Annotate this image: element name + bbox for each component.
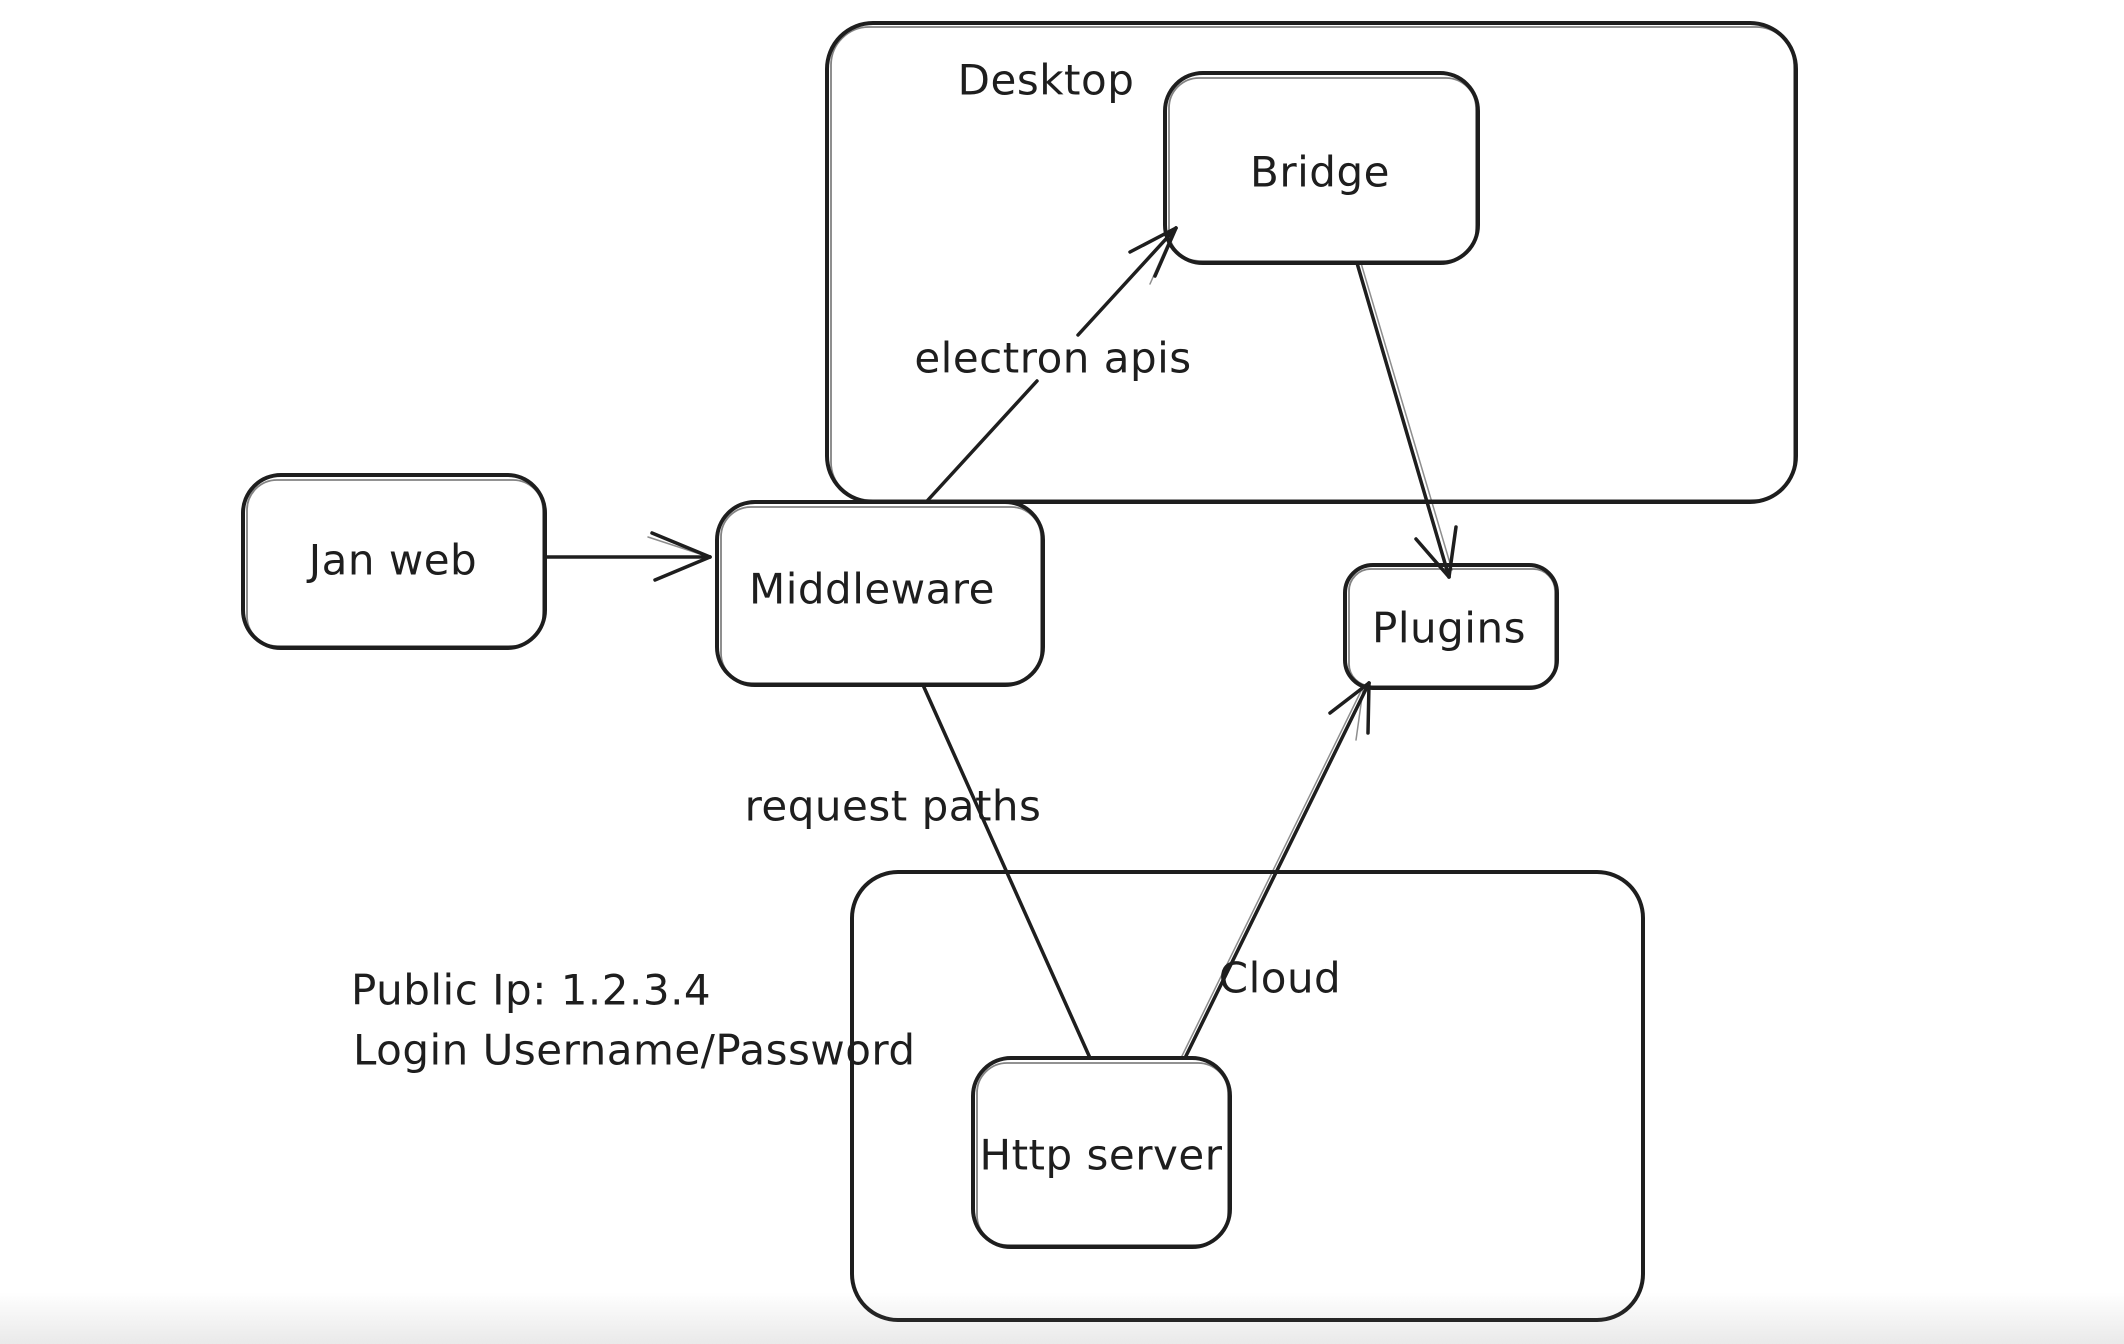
container-cloud[interactable]: Cloud [850,870,1645,1322]
node-middleware[interactable]: Middleware [715,500,1045,687]
node-http-server-box[interactable] [971,1056,1232,1249]
node-jan-web-box-sketch [246,479,544,647]
node-middleware-label[interactable]: Middleware [749,565,995,614]
annotation-credentials[interactable]: Public Ip: 1.2.3.4 Login Username/Passwo… [351,966,916,1075]
edge-httpserver-plugins-sketch [1180,686,1364,1059]
annotation-public-ip[interactable]: Public Ip: 1.2.3.4 [351,966,711,1015]
node-plugins-box-sketch [1348,568,1556,687]
edge-middleware-bridge-line-lower[interactable] [926,379,1039,502]
edge-janweb-middleware[interactable] [543,531,712,582]
node-plugins-box[interactable] [1343,563,1559,690]
node-plugins[interactable]: Plugins [1343,563,1559,690]
node-jan-web-label[interactable]: Jan web [306,536,477,585]
edge-bridge-plugins-arrowhead2 [1414,537,1451,579]
container-cloud-box[interactable] [850,870,1645,1322]
edge-httpserver-plugins-arrowhead3 [1355,689,1364,741]
edge-bridge-plugins[interactable] [1355,261,1458,579]
annotation-login[interactable]: Login Username/Password [353,1026,916,1075]
node-http-server-box-sketch [976,1062,1229,1246]
edge-middleware-httpserver[interactable] [921,683,1092,1060]
edge-bridge-plugins-line[interactable] [1355,261,1451,579]
node-http-server[interactable]: Http server [971,1056,1232,1249]
edge-middleware-bridge-arrowhead2 [1153,226,1178,278]
container-desktop-box[interactable] [825,21,1798,504]
edge-janweb-middleware-arrowhead [650,531,712,559]
node-bridge[interactable]: Bridge [1163,71,1480,265]
edge-label-request-paths[interactable]: request paths [745,782,1042,831]
node-plugins-label[interactable]: Plugins [1372,604,1526,653]
edge-bridge-plugins-sketch [1360,262,1453,571]
edge-httpserver-plugins-line[interactable] [1183,681,1371,1060]
edge-label-electron-apis[interactable]: electron apis [914,334,1191,383]
node-bridge-label[interactable]: Bridge [1250,148,1390,197]
container-cloud-label[interactable]: Cloud [1219,954,1341,1003]
container-desktop-label[interactable]: Desktop [958,56,1135,105]
edge-middleware-bridge[interactable]: electron apis [914,226,1191,502]
node-bridge-box-sketch [1168,77,1477,262]
container-desktop[interactable]: Desktop [825,21,1798,504]
node-jan-web[interactable]: Jan web [241,473,547,650]
edge-middleware-httpserver-line[interactable] [921,683,1092,1060]
edge-janweb-middleware-arrowhead2 [653,555,712,582]
node-middleware-box-sketch [720,506,1042,684]
node-middleware-box[interactable] [715,500,1045,687]
container-desktop-box-sketch [830,26,1795,501]
edge-httpserver-plugins-arrowhead2 [1366,681,1371,735]
edge-middleware-bridge-line-upper[interactable] [1076,226,1178,337]
node-http-server-label[interactable]: Http server [980,1131,1223,1180]
edge-janweb-middleware-sketch [647,536,707,557]
node-bridge-box[interactable] [1163,71,1480,265]
node-jan-web-box[interactable] [241,473,547,650]
